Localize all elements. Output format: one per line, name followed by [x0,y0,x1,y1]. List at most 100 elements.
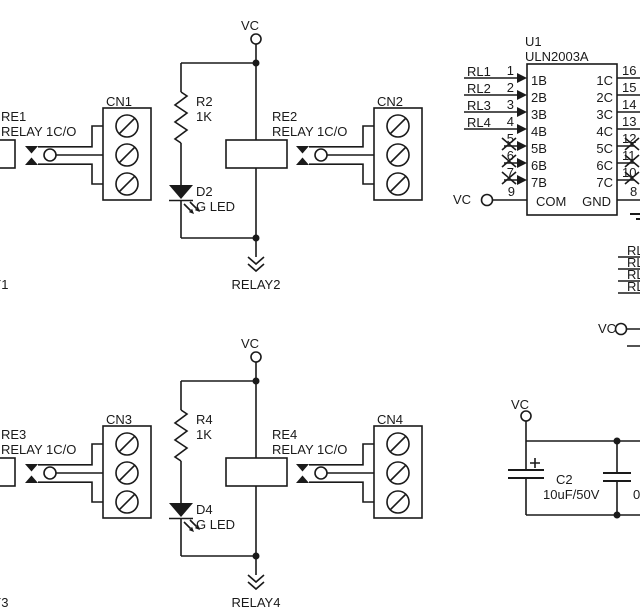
led-ref-label: D4 [196,502,213,517]
vc-net-label: VC [511,397,529,412]
pin-wire [464,77,517,130]
pin-number: 16 [622,63,636,78]
contact-pole-icon [314,466,328,480]
vc-net-label: VC [241,336,259,351]
pin-number: 2 [507,80,514,95]
vc-terminal-icon [614,322,628,336]
net-tag-chevron-icon [247,574,265,591]
ic-ref-label: U1 [525,34,542,49]
resistor-value-label: 1K [196,427,212,442]
screw-slot [389,464,407,482]
pin-name: 7B [531,175,547,190]
pin-wire [617,199,640,201]
wire [38,125,103,185]
vc-net-label: VC [453,192,471,207]
pin-number: 5 [507,131,514,146]
relay-driver-channel-2: VC R2 1K D2 G LED RELAY2 [169,18,288,292]
screw-slot [118,117,136,135]
net-tag-chevron-icon [247,256,265,273]
capacitor-ref-label: C2 [556,472,573,487]
vc-terminal-icon [250,33,262,45]
connector-label: CN4 [377,412,403,427]
plus-sign-icon [530,458,540,468]
net-label: RL2 [467,81,491,96]
contact-pole-icon [314,148,328,162]
junction-dot [613,511,621,519]
pin-name: GND [582,194,611,209]
contact-throw-icon [25,464,38,472]
net-label: RL1 [467,64,491,79]
relay-net-tag-label: RELAY4 [232,595,281,610]
junction-dot [252,552,260,560]
resistor-value-label: 1K [196,109,212,124]
led-value-label: G LED [196,199,235,214]
wire [525,421,640,516]
pin-input-arrowhead-icon [517,124,527,134]
pin-input-arrowhead-icon [517,90,527,100]
contact-throw-icon [25,146,38,154]
pin-input-arrowhead-icon [517,175,527,185]
ic-part-label: ULN2003A [525,49,589,64]
power-filter-section: VC C2 10uF/50V 0.1uF [508,397,640,519]
junction-dot [252,234,260,242]
screw-slot [389,146,407,164]
relay-unit-2: RE2 RELAY 1C/O CN2 [272,94,423,201]
relay-net-tag-label: RELAY2 [232,277,281,292]
relay-type-label: RELAY 1C/O [1,442,76,457]
relay-coil-RE3-cut: RELAY3 [0,457,16,610]
led-arrowhead-icon [188,208,194,214]
pin-input-arrowhead-icon [517,107,527,117]
junction-dot [613,437,621,445]
relay-unit-3: RE3 RELAY 1C/O CN3 [1,412,152,519]
pin-number: 8 [630,184,637,199]
wire [309,125,374,185]
pin-name: 1B [531,73,547,88]
pin-number: 12 [622,131,636,146]
led-symbol [169,503,193,517]
resistor-symbol [173,91,189,144]
screw-slot [118,493,136,511]
ground-icon [630,213,640,220]
wire [618,256,640,294]
relay-coil-symbol [0,139,16,169]
contact-throw-icon [296,157,309,165]
pin-number: 9 [508,184,515,199]
led-value-label: G LED [196,517,235,532]
net-label: RL4 [467,115,491,130]
net-label: RL2 [627,255,640,270]
vc-net-label: VC [598,321,616,336]
vc-terminal-icon [520,410,532,422]
no-connect-x-icon [501,137,517,185]
pin-number: 4 [507,114,514,129]
relay-type-label: RELAY 1C/O [1,124,76,139]
pin-name: 1C [596,73,613,88]
wire [626,328,640,347]
contact-throw-icon [296,464,309,472]
pin-name: 7C [596,175,613,190]
contact-throw-icon [25,475,38,483]
pin-number: 1 [507,63,514,78]
relay-type-label: RELAY 1C/O [272,442,347,457]
pin-number: 6 [507,148,514,163]
contact-throw-icon [296,146,309,154]
screw-slot [389,435,407,453]
pin-input-arrowhead-icon [517,141,527,151]
pin-number: 14 [622,97,636,112]
relay-ref-label: RE2 [272,109,297,124]
relay-coil-symbol [0,457,16,487]
net-label: RL3 [467,98,491,113]
wire [38,443,103,503]
no-connect-x-icon [624,137,640,185]
pin-name: 6B [531,158,547,173]
pin-name: 4C [596,124,613,139]
pin-name: 4B [531,124,547,139]
resistor-ref-label: R4 [196,412,213,427]
pin-number: 10 [622,165,636,180]
relay-unit-1: RE1 RELAY 1C/O CN1 [1,94,152,201]
contact-throw-icon [296,475,309,483]
vc-net-label: VC [241,18,259,33]
screw-slot [118,464,136,482]
wire [309,443,374,503]
